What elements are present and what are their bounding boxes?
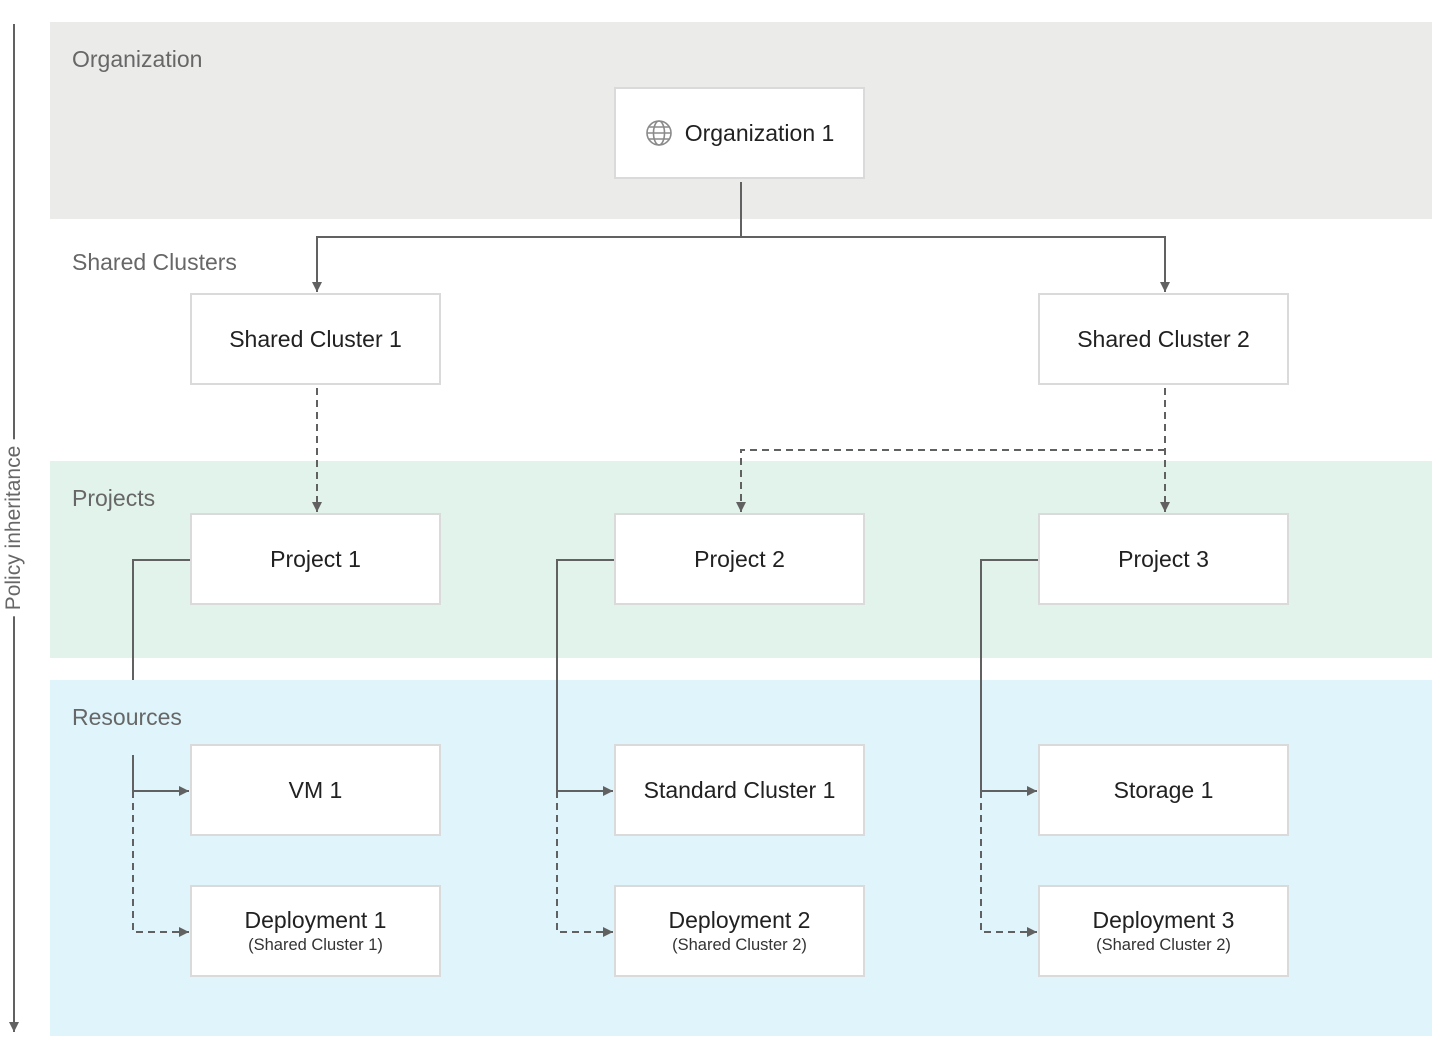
node-vm-1[interactable]: VM 1: [190, 744, 441, 836]
node-deployment-1[interactable]: Deployment 1 (Shared Cluster 1): [190, 885, 441, 977]
node-deployment-3[interactable]: Deployment 3 (Shared Cluster 2): [1038, 885, 1289, 977]
organization-band-label: Organization: [72, 46, 203, 72]
node-title: Project 3: [1118, 545, 1209, 572]
node-subtitle: (Shared Cluster 2): [1096, 935, 1231, 954]
node-project-3[interactable]: Project 3: [1038, 513, 1289, 605]
node-title: Deployment 1: [244, 907, 387, 934]
edge-org-to-shared-cluster-2: [741, 236, 1170, 292]
node-title: Organization 1: [684, 119, 835, 146]
edge-org-to-shared-cluster-1: [312, 182, 742, 292]
policy-inheritance-label: Policy inheritance: [2, 439, 26, 617]
node-title: Deployment 3: [1092, 907, 1235, 934]
node-title: Shared Cluster 2: [1077, 325, 1250, 352]
node-deployment-2[interactable]: Deployment 2 (Shared Cluster 2): [614, 885, 865, 977]
node-project-2[interactable]: Project 2: [614, 513, 865, 605]
resources-band-label: Resources: [72, 704, 182, 730]
node-subtitle: (Shared Cluster 2): [672, 935, 807, 954]
node-shared-cluster-1[interactable]: Shared Cluster 1: [190, 293, 441, 385]
edge-project-1-to-vm-1: [132, 755, 189, 796]
globe-icon: [645, 120, 672, 146]
node-title: Project 1: [270, 545, 361, 572]
edge-project-1-to-deployment-1: [132, 791, 189, 937]
shared-clusters-band-label: Shared Clusters: [72, 249, 237, 275]
edge-shared-cluster-2-to-project-2: [736, 449, 1165, 512]
node-standard-cluster-1[interactable]: Standard Cluster 1: [614, 744, 865, 836]
edge-project-2-to-standard-cluster-1: [556, 559, 614, 796]
node-title: Standard Cluster 1: [643, 776, 836, 803]
node-title: Deployment 2: [668, 907, 811, 934]
projects-band-label: Projects: [72, 485, 156, 511]
edge-project-3-to-deployment-3: [980, 791, 1037, 937]
node-title: VM 1: [288, 776, 343, 803]
edge-project-3-to-storage-1: [980, 559, 1038, 796]
node-organization-1[interactable]: Organization 1: [614, 87, 865, 179]
node-title: Project 2: [694, 545, 785, 572]
node-shared-cluster-2[interactable]: Shared Cluster 2: [1038, 293, 1289, 385]
edge-project-2-to-deployment-2: [556, 791, 613, 937]
node-title: Shared Cluster 1: [229, 325, 402, 352]
node-project-1[interactable]: Project 1: [190, 513, 441, 605]
node-storage-1[interactable]: Storage 1: [1038, 744, 1289, 836]
node-title: Storage 1: [1113, 776, 1214, 803]
edge-project-1-trunk: [132, 559, 190, 680]
node-subtitle: (Shared Cluster 1): [248, 935, 383, 954]
